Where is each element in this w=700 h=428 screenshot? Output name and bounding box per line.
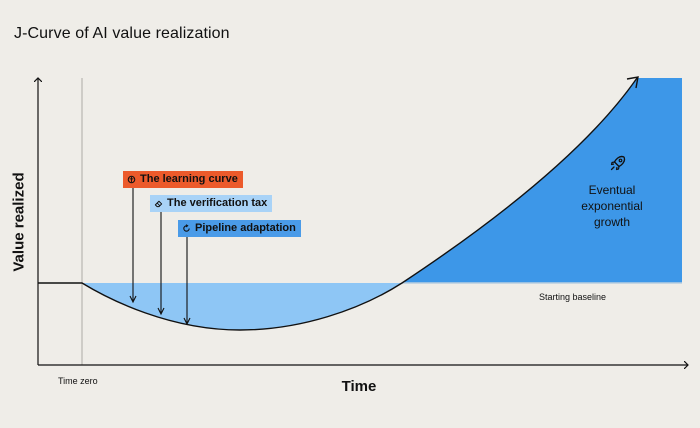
- learning-curve-pointer: [129, 188, 137, 304]
- growth-label-line-3: growth: [593, 215, 631, 229]
- verification-tax-pointer: [157, 212, 165, 316]
- pipeline-adaptation-pointer: [183, 237, 191, 326]
- eraser-icon: [154, 199, 163, 208]
- pipeline-adaptation-label: Pipeline adaptation: [195, 222, 296, 234]
- rocket-icon: [610, 155, 626, 171]
- refresh-icon: [182, 224, 191, 233]
- diagram-title: J-Curve of AI value realization: [14, 25, 230, 42]
- time-zero-label: Time zero: [58, 376, 98, 386]
- growth-label-line-2: exponential: [581, 199, 643, 213]
- learning-curve-tag: The learning curve: [123, 171, 243, 188]
- learning-curve-label: The learning curve: [140, 173, 238, 185]
- brain-icon: [127, 175, 136, 184]
- growth-label: Eventual exponential growth: [557, 182, 667, 230]
- growth-label-line-1: Eventual: [588, 183, 636, 197]
- growth-area: [402, 78, 682, 283]
- x-axis-label: Time: [341, 378, 377, 395]
- curve-arrowhead: [626, 76, 639, 89]
- y-axis-label: Value realized: [10, 172, 28, 272]
- starting-baseline-label: Starting baseline: [539, 292, 607, 302]
- verification-tax-tag: The verification tax: [150, 195, 273, 212]
- j-curve-line: [38, 77, 638, 331]
- pipeline-adaptation-tag: Pipeline adaptation: [178, 220, 301, 237]
- verification-tax-label: The verification tax: [167, 197, 268, 209]
